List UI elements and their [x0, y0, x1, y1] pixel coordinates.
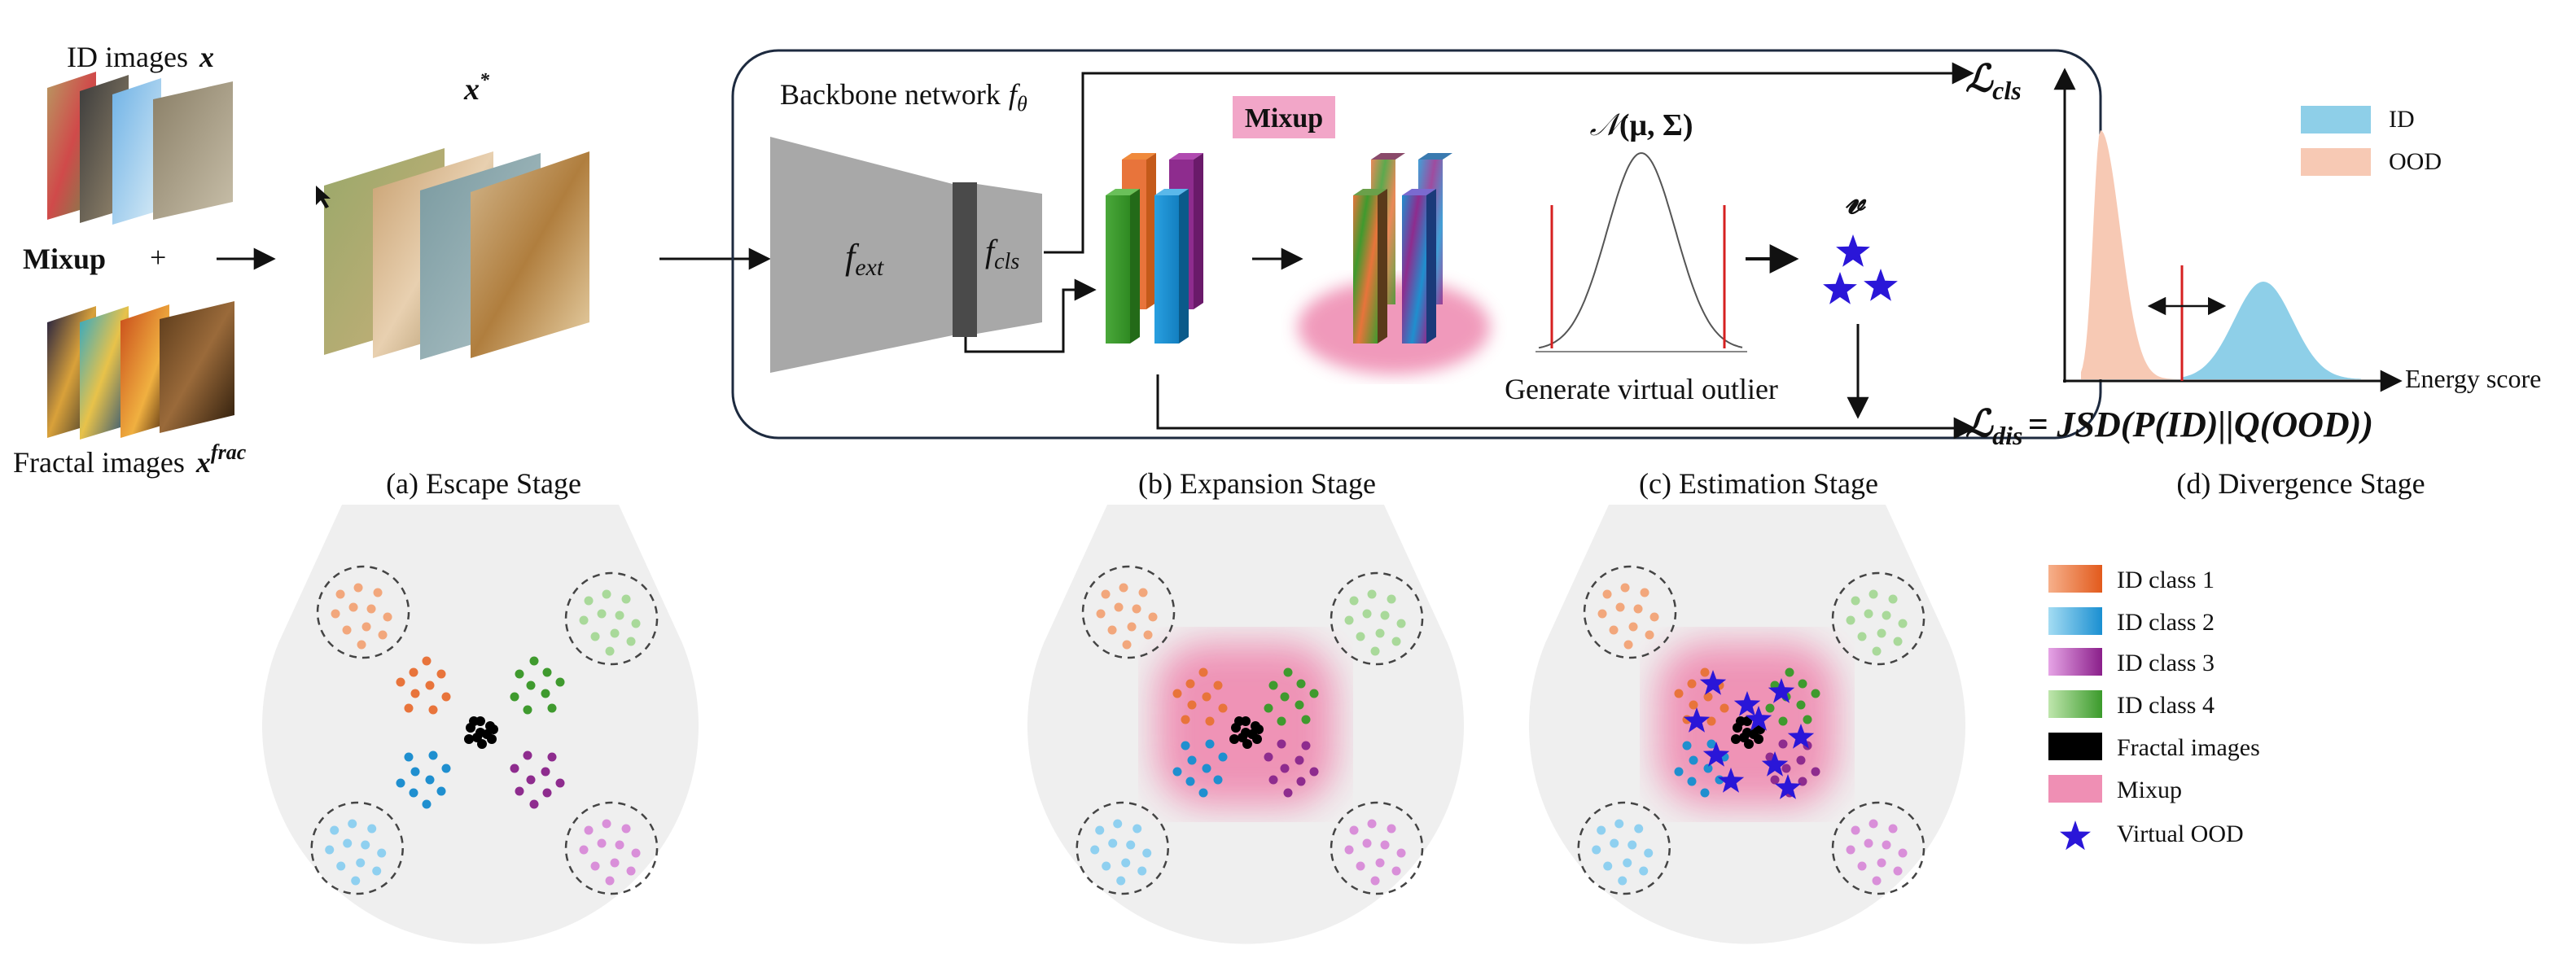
stage-d-caption: (d) Divergence Stage — [2176, 467, 2425, 500]
virtual-ood-stars — [1823, 234, 1898, 304]
legend-ood-swatch — [2301, 148, 2371, 176]
latent-panel-estimation — [1528, 505, 1965, 944]
virtual-ood-star — [1683, 707, 1711, 733]
legend-mixup-label: Mixup — [2117, 777, 2182, 803]
legend-id-swatch — [2301, 106, 2371, 133]
virtual-ood-star — [1702, 742, 1730, 767]
fext-label: fext — [845, 237, 884, 281]
loss-dis: ℒdis= JSD(P(ID)||Q(OOD)) — [1965, 403, 2373, 450]
legend-swatch-fractal — [2048, 733, 2102, 760]
legend-swatch-class1 — [2048, 565, 2102, 593]
mixed-feature-bars — [1353, 153, 1452, 344]
fractal-images-stack — [47, 301, 234, 440]
virtual-ood-star — [1768, 678, 1795, 703]
legend-swatch-class3 — [2048, 648, 2102, 676]
latent-panel-expansion — [1027, 505, 1464, 944]
gaussian-curve — [1536, 152, 1747, 352]
virtual-ood-star — [1717, 768, 1745, 793]
mixed-images-stack — [324, 148, 589, 360]
virtual-ood-star — [1823, 272, 1857, 304]
legend-id-label: ID — [2389, 106, 2415, 133]
cls-path — [1044, 62, 1974, 254]
plus-sign: + — [150, 241, 166, 274]
virtual-ood-star — [1745, 706, 1772, 731]
v-label: 𝓋 — [1845, 179, 1867, 222]
feature-extractor — [770, 137, 1042, 373]
virtual-ood-star — [1836, 234, 1870, 267]
legend-virtual-ood-label: Virtual OOD — [2117, 821, 2244, 847]
legend-fractal-label: Fractal images — [2117, 734, 2260, 761]
id-images-stack — [47, 72, 233, 225]
gaussian-caption: Generate virtual outlier — [1505, 373, 1778, 405]
feature-path — [964, 278, 1097, 353]
virtual-ood-star — [1787, 724, 1815, 749]
mixed-images-label: x* — [463, 70, 490, 107]
legend-ood-label: OOD — [2389, 148, 2442, 175]
mixup-input-label: Mixup — [23, 243, 106, 275]
legend-swatch-mixup — [2048, 775, 2102, 803]
latent-panel-escape — [261, 505, 699, 944]
virtual-ood-star — [1864, 269, 1898, 301]
gaussian-label: 𝒩(μ, Σ) — [1589, 108, 1693, 142]
energy-score-plot — [2053, 68, 2403, 392]
cursor-icon — [316, 186, 331, 208]
virtual-ood-star — [1774, 774, 1802, 799]
legend-class4-label: ID class 4 — [2117, 692, 2215, 719]
class-legend: ID class 1 ID class 2 ID class 3 ID clas… — [2048, 565, 2260, 851]
legend-swatch-class4 — [2048, 690, 2102, 718]
dis-path — [1156, 374, 1976, 440]
legend-class2-label: ID class 2 — [2117, 609, 2215, 636]
mixup-tag — [1233, 96, 1335, 138]
stage-b-caption: (b) Expansion Stage — [1138, 467, 1376, 500]
legend-swatch-class2 — [2048, 607, 2102, 635]
stage-a-caption: (a) Escape Stage — [386, 467, 581, 500]
energy-score-label: Energy score — [2405, 364, 2541, 393]
mixup-tag-label: Mixup — [1245, 103, 1323, 133]
virtual-ood-star — [1733, 691, 1761, 716]
stage-c-caption: (c) Estimation Stage — [1639, 467, 1878, 500]
loss-cls: ℒcls — [1965, 58, 2022, 105]
legend-class1-label: ID class 1 — [2117, 567, 2215, 593]
virtual-ood-star — [1699, 670, 1727, 695]
feature-bars — [1106, 153, 1203, 344]
legend-star-icon — [2060, 821, 2091, 851]
virtual-ood-star — [1761, 751, 1789, 777]
legend-class3-label: ID class 3 — [2117, 650, 2215, 676]
